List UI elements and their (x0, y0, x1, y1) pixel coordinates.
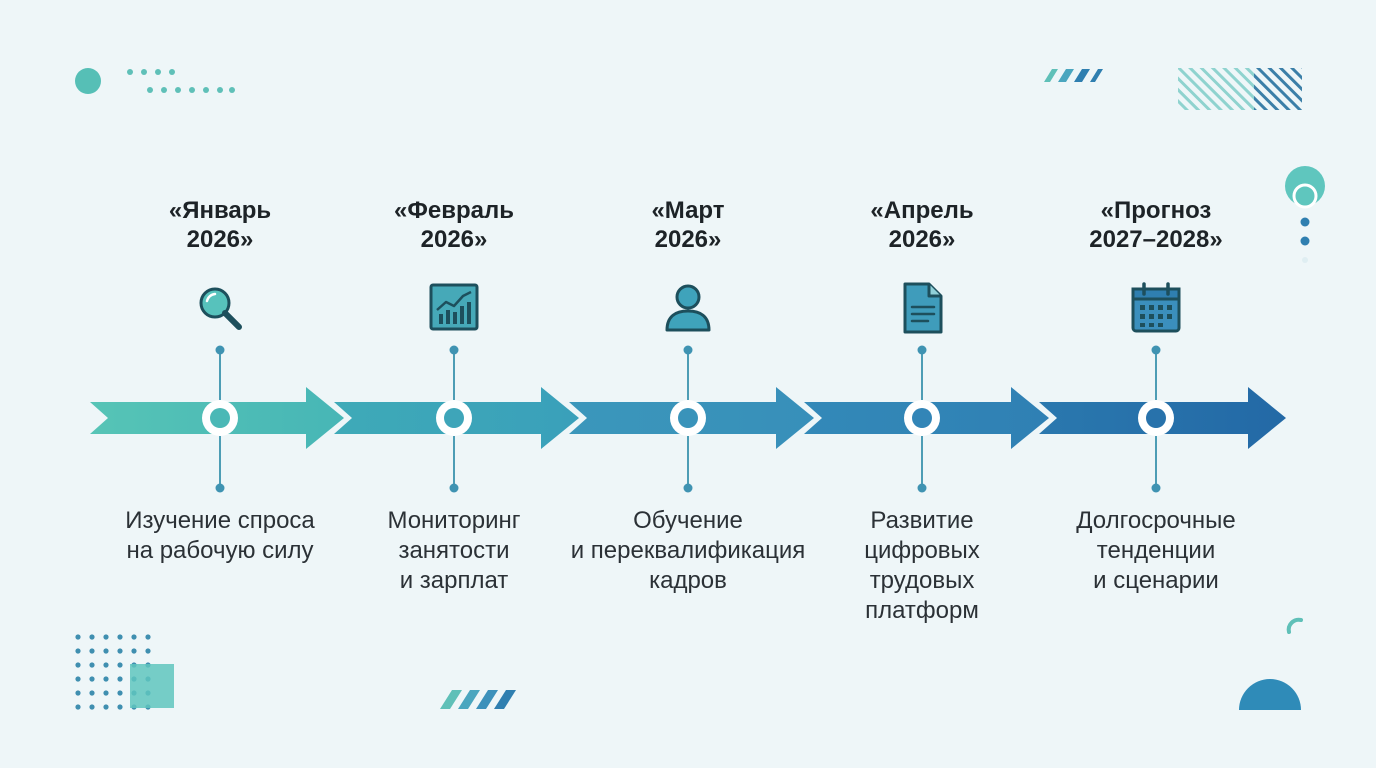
deco-slashes-bottom (440, 690, 516, 709)
deco-circle-top-left (75, 68, 101, 94)
milestone-description: Развитие цифровых трудовых платформ (864, 507, 980, 624)
deco-arc-bottom-right (1286, 617, 1303, 634)
connector-2 (449, 345, 459, 493)
deco-slashes-top-right (1044, 69, 1103, 82)
calendar-icon (1131, 282, 1181, 333)
milestone-description: Мониторинг занятости и зарплат (387, 507, 521, 594)
person-icon (665, 284, 711, 332)
deco-dots-top-left (127, 69, 235, 93)
connector-1 (215, 345, 225, 493)
milestone-date: «Прогноз 2027–2028» (1089, 197, 1223, 253)
deco-ring-right (1292, 183, 1318, 209)
magnifier-icon (199, 287, 242, 330)
milestone-3: «Март 2026» Обучение и переквалификация … (558, 0, 818, 768)
milestone-date: «Апрель 2026» (870, 197, 974, 253)
connector-3 (683, 345, 693, 493)
connector-4 (917, 345, 927, 493)
deco-hatch-dark (1254, 68, 1302, 110)
milestone-description: Изучение спроса на рабочую силу (125, 507, 315, 564)
milestone-1: «Январь 2026» Изучение спроса на рабочую… (90, 0, 350, 768)
chart-icon (429, 283, 479, 331)
milestone-5: «Прогноз 2027–2028» Долгосрочные тенденц… (1026, 0, 1286, 768)
document-icon (903, 282, 943, 334)
milestone-2: «Февраль 2026» Мониторинг занятости и за… (324, 0, 584, 768)
milestone-date: «Март 2026» (651, 197, 725, 253)
connector-5 (1151, 345, 1161, 493)
milestone-date: «Январь 2026» (168, 197, 272, 253)
milestone-4: «Апрель 2026» Развитие цифровых трудовых… (792, 0, 1052, 768)
deco-square-bottom-left (130, 664, 174, 708)
deco-half-circle-bottom-right (1239, 679, 1301, 710)
milestone-description: Долгосрочные тенденции и сценарии (1076, 507, 1236, 594)
deco-hatch-light (1178, 68, 1254, 110)
milestone-date: «Февраль 2026» (394, 197, 514, 253)
milestone-description: Обучение и переквалификация кадров (570, 507, 806, 594)
